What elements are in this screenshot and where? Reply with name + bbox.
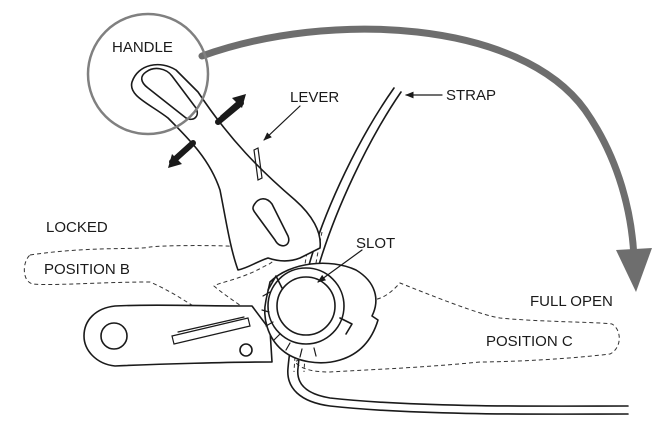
position-b-label: POSITION B — [44, 261, 130, 278]
strap-label: STRAP — [446, 87, 496, 104]
lever-leader — [263, 105, 301, 141]
double-arrow-icon — [168, 94, 246, 168]
slot-leader — [317, 249, 363, 283]
position-c-label: POSITION C — [486, 333, 573, 350]
strap — [287, 87, 629, 415]
position-c-outline — [294, 282, 620, 373]
slot-label: SLOT — [356, 235, 395, 252]
locked-label: LOCKED — [46, 219, 108, 236]
curved-arrow-icon — [198, 25, 652, 292]
lever-label: LEVER — [290, 89, 339, 106]
handle-label: HANDLE — [112, 39, 173, 56]
handle-highlight-circle — [86, 12, 210, 136]
base-plate — [83, 304, 273, 367]
ratchet-spool — [261, 262, 379, 364]
full-open-label: FULL OPEN — [530, 293, 613, 310]
position-b-outline — [23, 245, 277, 331]
